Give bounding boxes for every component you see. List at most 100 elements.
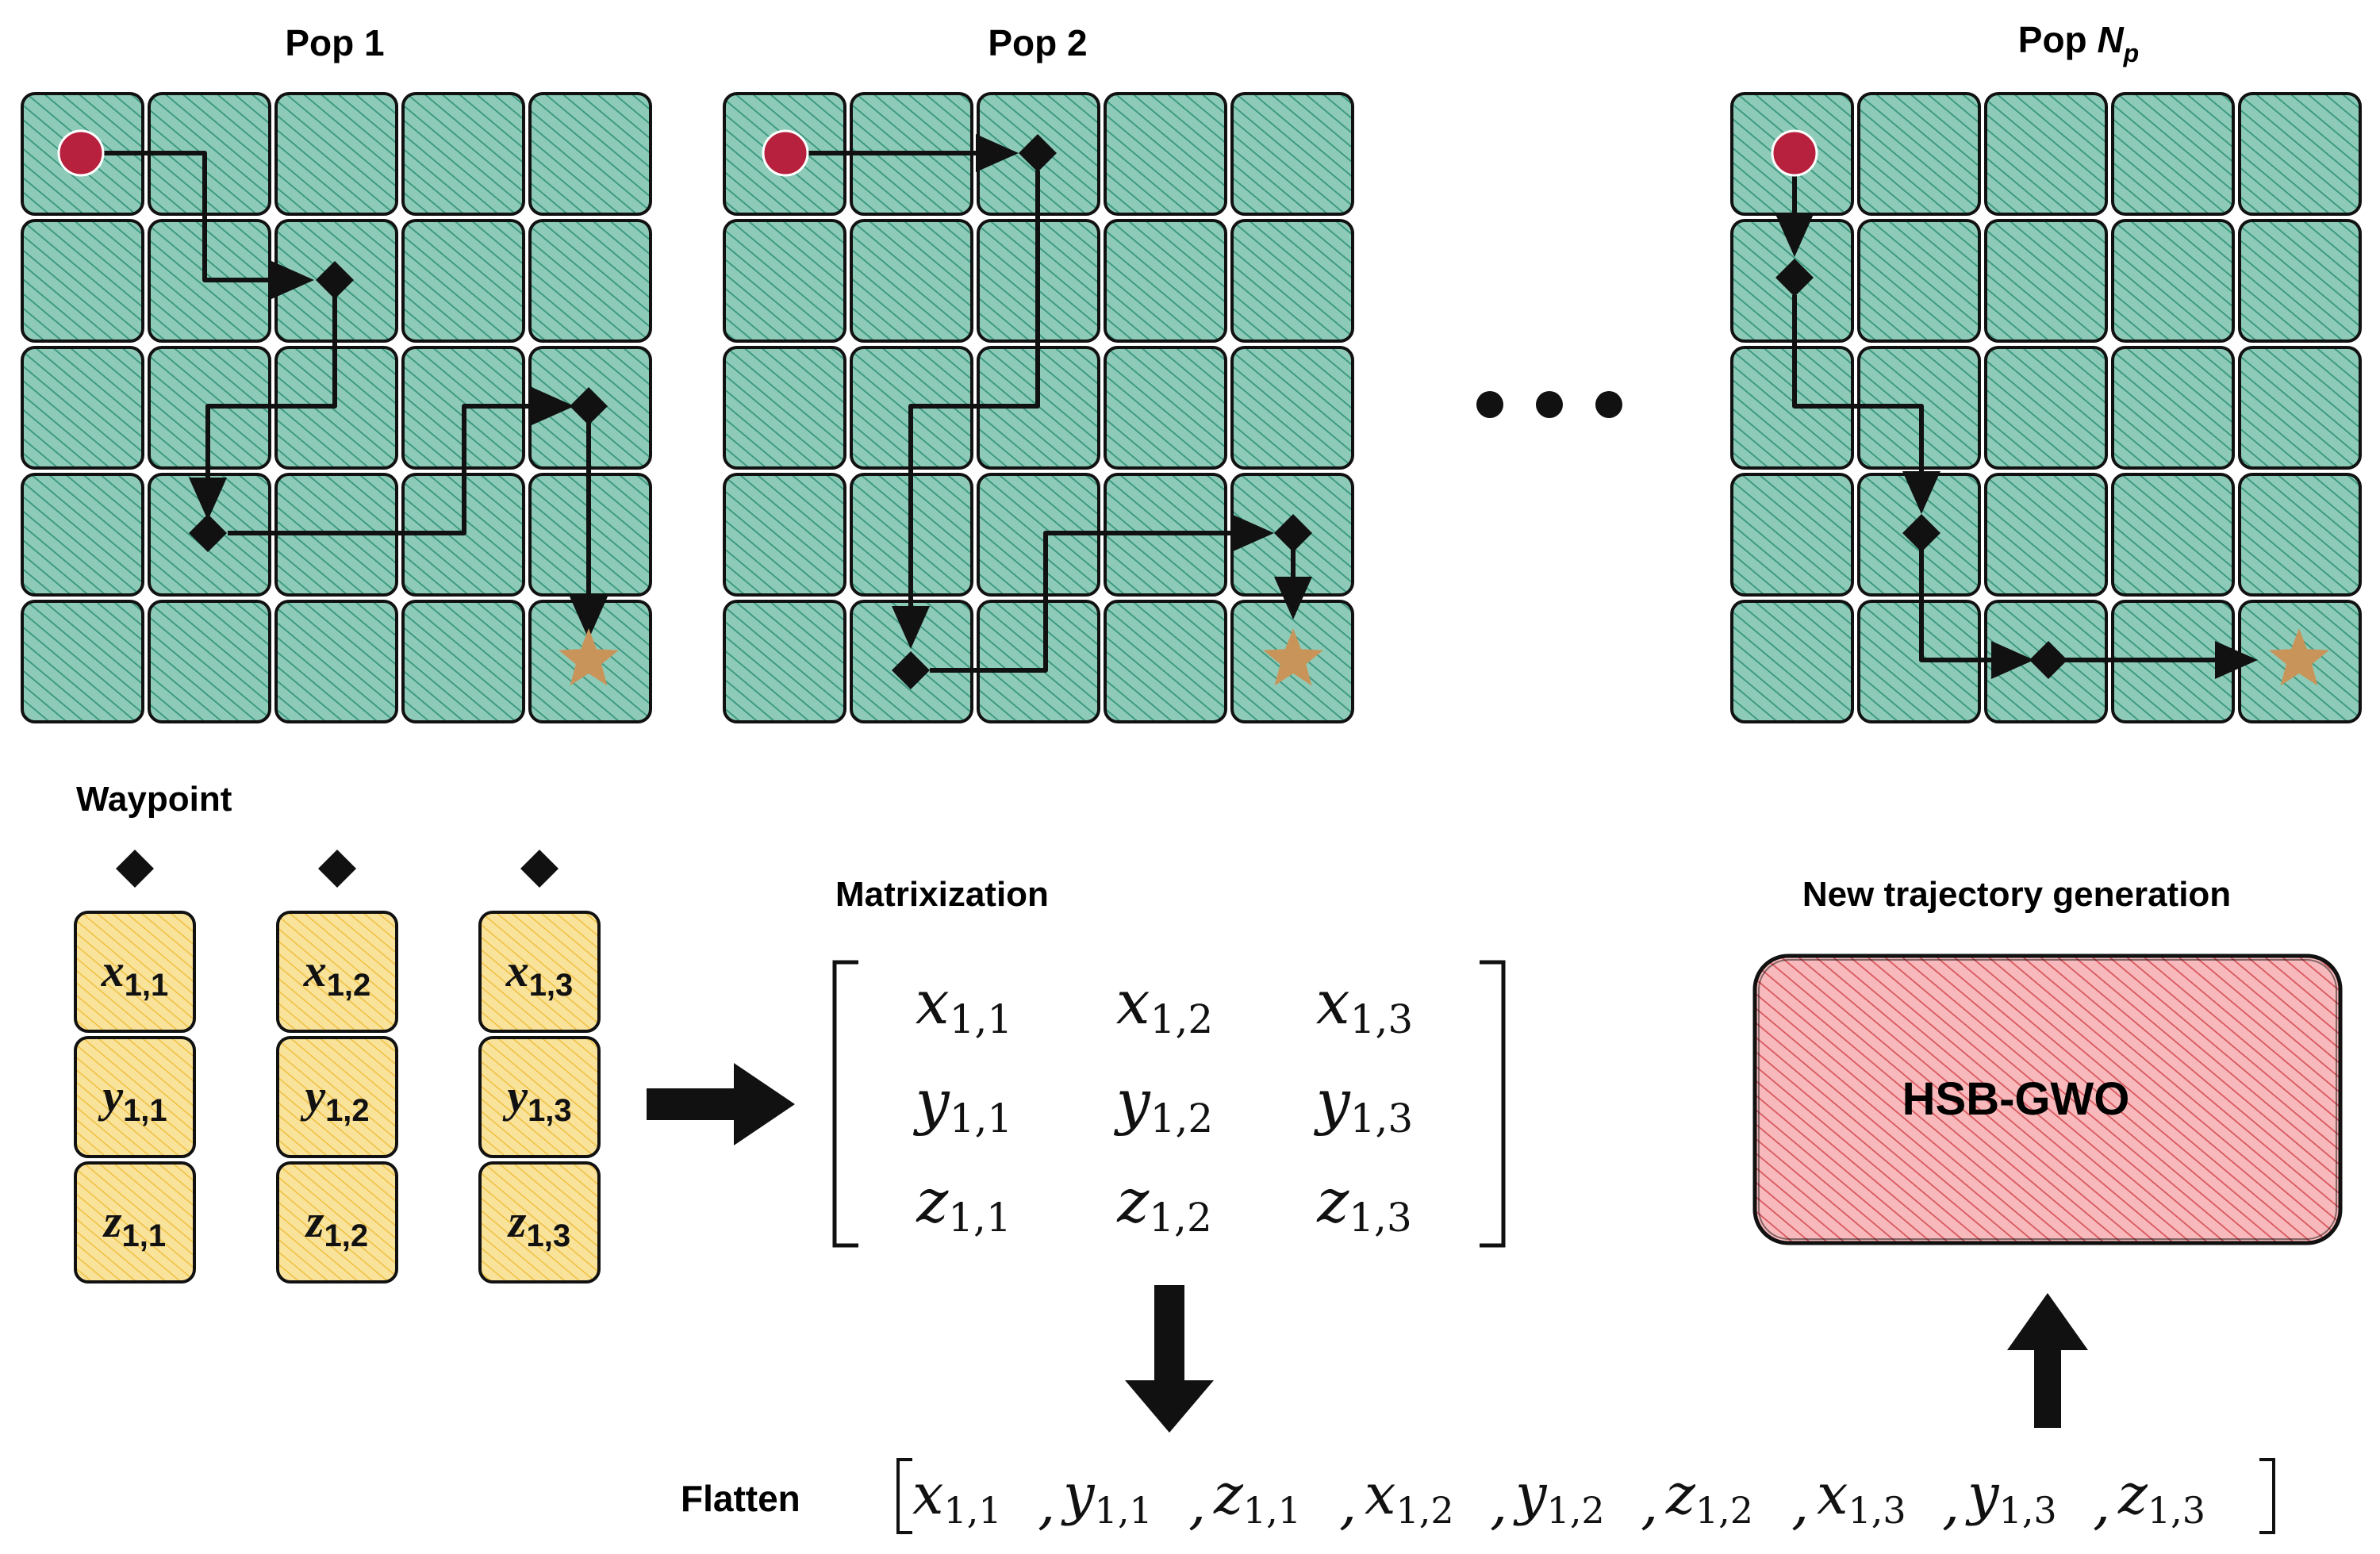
flatten-entry: y1,1 bbox=[1061, 1462, 1153, 1532]
flatten-entry: x1,1 bbox=[912, 1462, 1002, 1532]
waypoint-marker bbox=[2029, 641, 2067, 679]
arrow-to-flatten bbox=[1125, 1285, 1214, 1433]
coord-subscript: 1,2 bbox=[325, 1093, 370, 1128]
flatten-entry: z1,3 bbox=[2117, 1462, 2205, 1532]
flatten-comma: , bbox=[2093, 1472, 2110, 1537]
grid-cell bbox=[1857, 92, 1981, 216]
waypoint-columns: x1,1y1,1z1,1x1,2y1,2z1,2x1,3y1,3z1,3 bbox=[74, 850, 601, 1283]
matrix-label: Matrixization bbox=[835, 875, 1049, 914]
flatten-comma: , bbox=[1490, 1472, 1507, 1537]
coord-subscript: 1,2 bbox=[324, 1218, 368, 1253]
coord-subscript: 1,2 bbox=[1150, 996, 1214, 1042]
flatten-comma: , bbox=[1942, 1472, 1960, 1537]
grid-cell bbox=[723, 346, 846, 470]
grid-cell bbox=[1104, 346, 1227, 470]
pop-1-title: Pop 1 bbox=[285, 22, 384, 63]
coord-variable: x bbox=[1817, 1462, 1848, 1527]
goal-star bbox=[1263, 628, 1323, 686]
pop-np-italic: N bbox=[2097, 19, 2124, 60]
coord-variable: y bbox=[1114, 1066, 1151, 1137]
grid-cell bbox=[1730, 600, 1854, 723]
start-point bbox=[762, 129, 809, 177]
grid-cell bbox=[2238, 219, 2362, 343]
grid-cell bbox=[1730, 473, 1854, 597]
arrow-to-matrix bbox=[647, 1063, 795, 1145]
start-point bbox=[1771, 129, 1818, 177]
grid-cell bbox=[21, 473, 144, 597]
flatten-entry: z1,2 bbox=[1665, 1462, 1753, 1532]
coord-variable: x bbox=[912, 1462, 943, 1527]
grid-cell bbox=[2111, 473, 2235, 597]
waypoint-cell bbox=[74, 1036, 196, 1158]
matrix-entry: y1,1 bbox=[913, 1066, 1012, 1142]
flatten-vector: x1,1,y1,1,z1,1,x1,2,y1,2,z1,2,x1,3,y1,3,… bbox=[896, 1458, 2275, 1537]
coord-subscript: 1,3 bbox=[529, 968, 574, 1003]
flatten-comma: , bbox=[1188, 1472, 1206, 1537]
waypoint-cell-value: y1,1 bbox=[98, 1070, 167, 1128]
pop-np-grid bbox=[1730, 92, 2362, 723]
coord-subscript: 1,3 bbox=[1350, 1095, 1414, 1142]
trajectory-segment bbox=[189, 280, 337, 520]
grid-cell bbox=[401, 92, 525, 216]
coord-subscript: 1,1 bbox=[1243, 1489, 1301, 1532]
flatten-comma: , bbox=[1641, 1472, 1658, 1537]
waypoint-cell bbox=[478, 1036, 601, 1158]
waypoint-cell-value: y1,2 bbox=[300, 1070, 369, 1128]
waypoint-marker bbox=[520, 850, 559, 888]
grid-cell bbox=[1104, 219, 1227, 343]
waypoint-cell-value: x1,3 bbox=[505, 945, 574, 1003]
coord-subscript: 1,2 bbox=[1150, 1095, 1214, 1142]
grid-cell bbox=[977, 600, 1100, 723]
grid-cell bbox=[1230, 92, 1354, 216]
flatten-entry: y1,3 bbox=[1965, 1462, 2057, 1532]
ellipsis-dot bbox=[1536, 391, 1563, 418]
pop-1-grid bbox=[21, 92, 652, 723]
coord-subscript: 1,3 bbox=[1848, 1489, 1906, 1532]
grid-cell bbox=[723, 219, 846, 343]
flatten-comma: , bbox=[1791, 1472, 1809, 1537]
matrix-entry: z1,2 bbox=[1116, 1165, 1212, 1241]
arrow-to-hsb-gwo bbox=[2007, 1293, 2088, 1428]
coord-variable: x bbox=[505, 945, 529, 996]
coord-variable: z bbox=[2117, 1462, 2148, 1527]
coord-variable: z bbox=[916, 1165, 949, 1236]
coord-subscript: 1,1 bbox=[950, 1095, 1013, 1142]
flatten-comma: , bbox=[1339, 1472, 1357, 1537]
grid-cell bbox=[2238, 92, 2362, 216]
coord-subscript: 1,2 bbox=[1547, 1489, 1605, 1532]
coord-variable: y bbox=[1314, 1066, 1351, 1137]
coord-variable: x bbox=[303, 945, 327, 996]
coord-subscript: 1,1 bbox=[125, 968, 169, 1003]
grid-cell bbox=[21, 600, 144, 723]
coord-variable: y bbox=[1965, 1462, 2000, 1527]
matrix-entry: z1,1 bbox=[916, 1165, 1012, 1241]
coord-subscript: 1,1 bbox=[943, 1489, 1001, 1532]
matrix-bracket-left bbox=[832, 960, 858, 1248]
grid-cell bbox=[274, 92, 398, 216]
waypoint-cell bbox=[478, 911, 601, 1033]
matrix-entry: z1,3 bbox=[1316, 1165, 1412, 1241]
waypoint-marker bbox=[570, 387, 608, 425]
coord-variable: y bbox=[502, 1070, 528, 1122]
flatten-entry: x1,3 bbox=[1817, 1462, 1906, 1532]
coord-variable: z bbox=[1665, 1462, 1696, 1527]
coord-subscript: 1,1 bbox=[121, 1218, 166, 1253]
coord-variable: x bbox=[101, 945, 125, 996]
grid-cell bbox=[2111, 219, 2235, 343]
flatten-bracket-left bbox=[896, 1458, 912, 1534]
waypoint-cell bbox=[74, 911, 196, 1033]
waypoint-cell-value: y1,3 bbox=[502, 1070, 571, 1128]
coord-variable: x bbox=[916, 967, 950, 1038]
trajectory-segment bbox=[1919, 549, 2034, 679]
matrix-entry: x1,1 bbox=[916, 967, 1012, 1042]
grid-cell bbox=[528, 92, 652, 216]
grid-cell bbox=[1104, 600, 1227, 723]
waypoint-cell-value: z1,1 bbox=[102, 1195, 166, 1253]
waypoint-marker bbox=[1019, 134, 1057, 172]
coord-subscript: 1,2 bbox=[1695, 1489, 1753, 1532]
flatten-entry: y1,2 bbox=[1513, 1462, 1605, 1532]
waypoint-cell bbox=[74, 1161, 196, 1283]
grid-cell bbox=[1984, 346, 2108, 470]
coord-variable: z bbox=[305, 1195, 324, 1247]
